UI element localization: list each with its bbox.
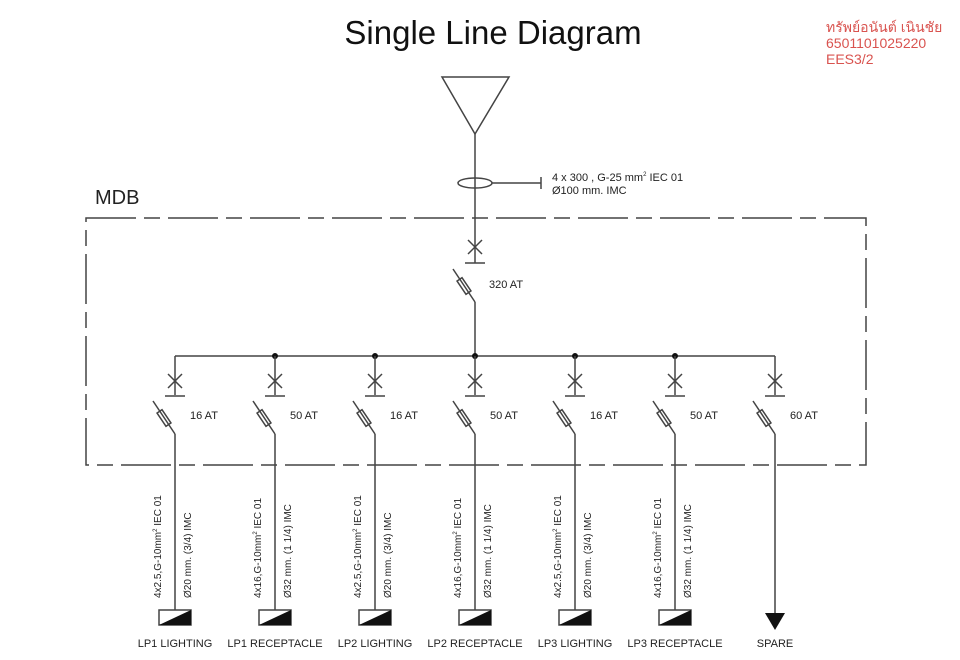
main-breaker-rating: 320 AT [489,279,523,291]
load-label: LP3 LIGHTING [538,638,613,650]
load-label: LP2 RECEPTACLE [427,638,522,650]
breaker-rating: 60 AT [790,410,818,422]
author-name: ทรัพย์อนันต์ เนินชัย [826,19,943,35]
feeder-4 [452,353,492,626]
author-block: ทรัพย์อนันต์ เนินชัย 6501101025220 EES3/… [826,19,942,67]
breaker-icon [352,373,385,435]
feeder-conduit-spec: Ø20 mm. (3/4) IMC [383,512,394,598]
feeder-2 [252,353,292,626]
feeder-cable-spec: 4x2.5,G-10mm2 IEC 01 [553,495,564,598]
breaker-icon [452,373,485,435]
feeder-5 [552,353,592,626]
transformer-triangle-icon [440,76,511,136]
panel-board-icon [158,609,192,626]
supply-cable-spec: 4 x 300 , G-25 mm2 IEC 01 [552,172,683,184]
breaker-icon [552,373,585,435]
breaker-icon [652,373,685,435]
feeder-cable-spec: 4x16,G-10mm2 IEC 01 [653,498,664,598]
breaker-rating: 16 AT [190,410,218,422]
feeder-cable-spec: 4x16,G-10mm2 IEC 01 [253,498,264,598]
feeder-conduit-spec: Ø20 mm. (3/4) IMC [183,512,194,598]
breaker-icon [152,373,185,435]
feeder-6 [652,353,692,626]
feeder-conduit-spec: Ø20 mm. (3/4) IMC [583,512,594,598]
mdb-boundary [85,217,867,466]
load-label: LP1 RECEPTACLE [227,638,322,650]
spare-arrow-icon [765,613,785,630]
load-label: LP3 RECEPTACLE [627,638,722,650]
feeder-7 [752,356,785,630]
feeder-conduit-spec: Ø32 mm. (1 1/4) IMC [283,504,294,598]
feeder-cable-spec: 4x2.5,G-10mm2 IEC 01 [153,495,164,598]
panel-board-icon [258,609,292,626]
supply-conduit-spec: Ø100 mm. IMC [552,185,627,197]
main-breaker-icon [452,239,485,356]
feeder-conduit-spec: Ø32 mm. (1 1/4) IMC [683,504,694,598]
breaker-rating: 50 AT [690,410,718,422]
breaker-rating: 50 AT [290,410,318,422]
feeder-cable-spec: 4x16,G-10mm2 IEC 01 [453,498,464,598]
breaker-icon [752,373,785,435]
load-label: LP1 LIGHTING [138,638,213,650]
load-label: LP2 LIGHTING [338,638,413,650]
breaker-rating: 16 AT [390,410,418,422]
page-title: Single Line Diagram [344,14,642,51]
feeder-3 [352,353,392,626]
load-label: SPARE [757,638,793,650]
author-class: EES3/2 [826,51,874,67]
feeder-cable-spec: 4x2.5,G-10mm2 IEC 01 [353,495,364,598]
panel-board-icon [358,609,392,626]
author-student-id: 6501101025220 [826,35,927,51]
feeder-1 [152,356,192,626]
feeder-conduit-spec: Ø32 mm. (1 1/4) IMC [483,504,494,598]
panel-board-icon [658,609,692,626]
breaker-rating: 50 AT [490,410,518,422]
panel-board-icon [458,609,492,626]
panel-board-icon [558,609,592,626]
breaker-icon [252,373,285,435]
breaker-rating: 16 AT [590,410,618,422]
mdb-label: MDB [95,187,139,209]
